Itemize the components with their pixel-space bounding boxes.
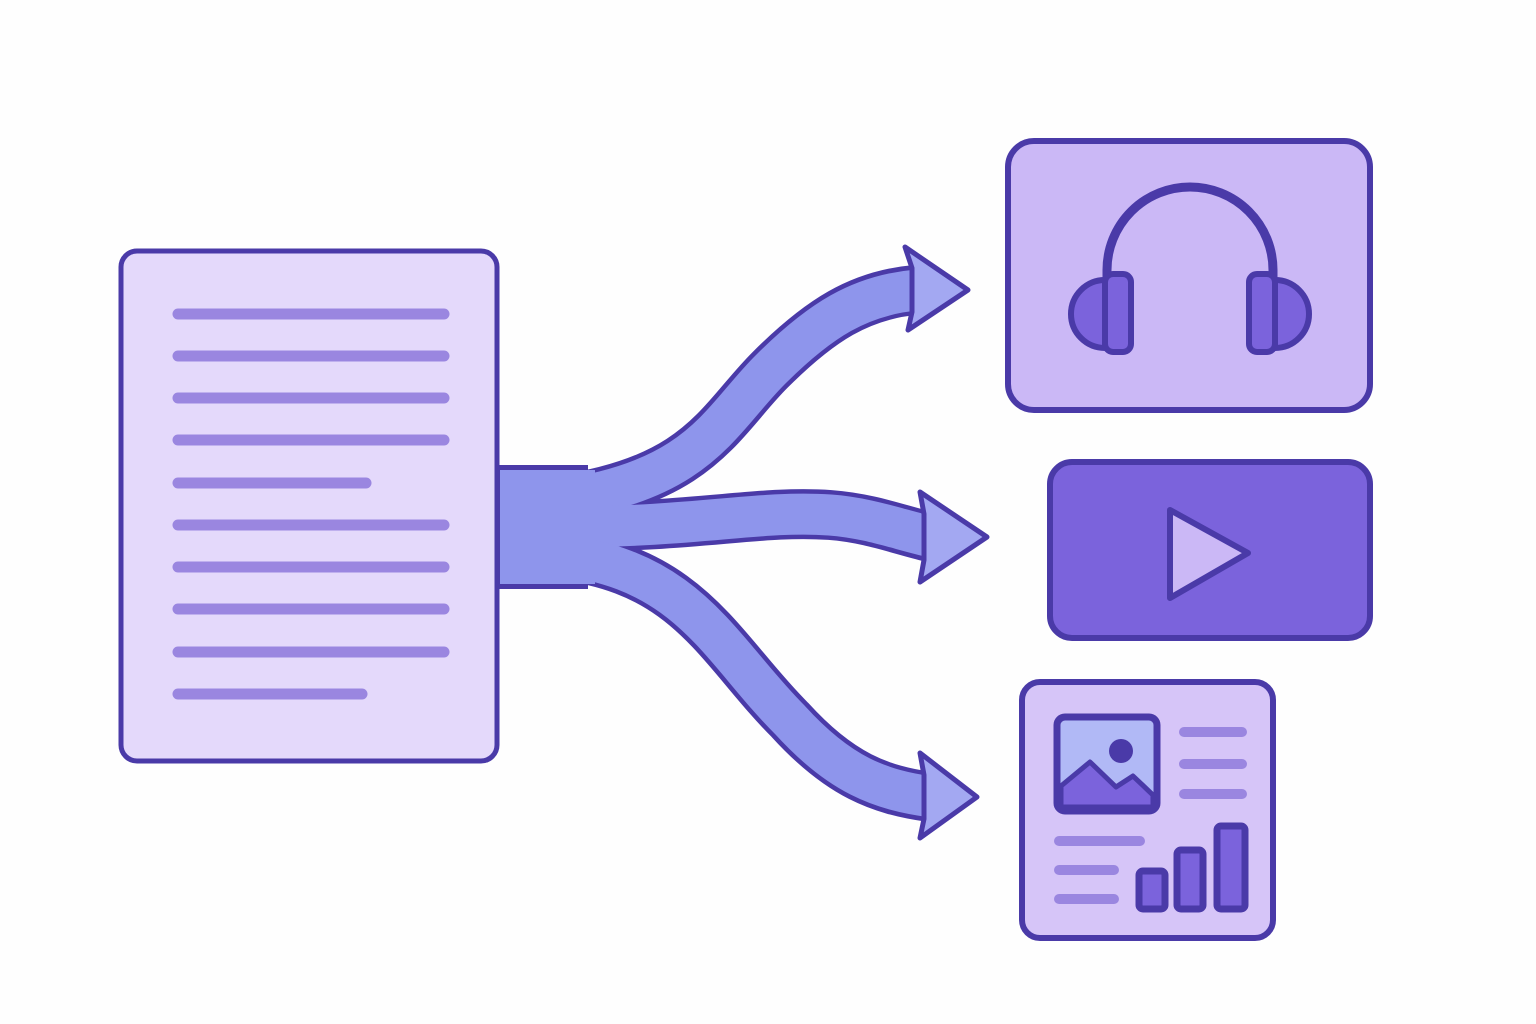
bar-chart-icon [1135,822,1249,913]
video-card [1047,459,1373,641]
image-icon [1053,713,1161,815]
arrow-head-infographic [917,750,980,841]
arrow-head-video [917,489,990,585]
arrow-head-audio [902,244,971,333]
infographic-card [1019,679,1276,941]
document-icon [118,248,500,764]
document-text-lines [172,308,450,700]
audio-card [1005,138,1373,413]
infographic-text-lines [1054,727,1247,904]
play-icon [1167,507,1251,601]
headphones-icon [1068,182,1312,355]
branching-arrows [498,244,990,841]
